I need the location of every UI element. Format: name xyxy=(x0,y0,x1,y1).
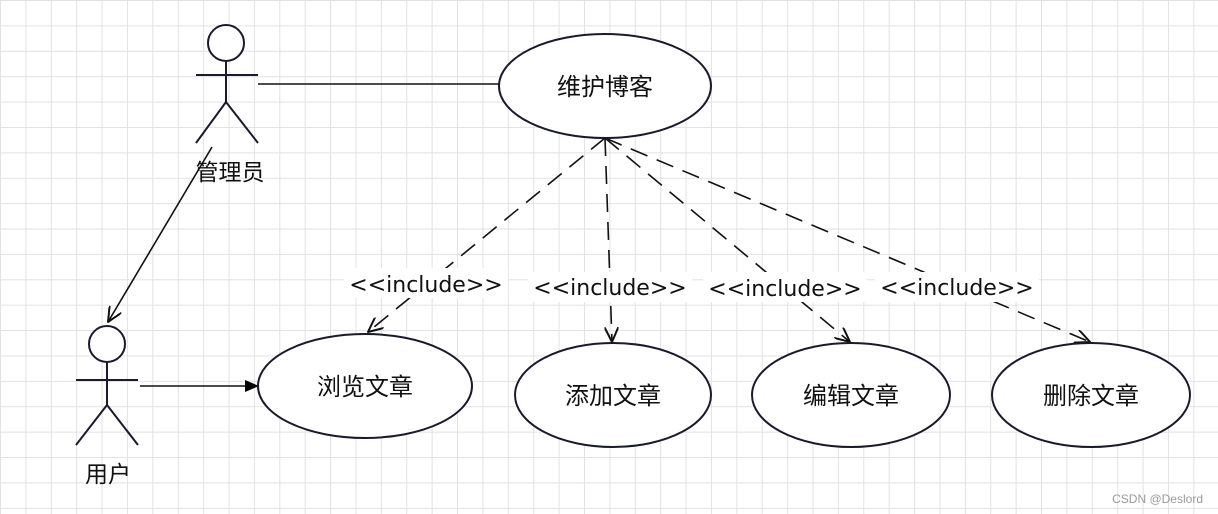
include-browse-label-bg xyxy=(344,268,508,298)
include-edit-line xyxy=(604,137,850,342)
include-browse-line xyxy=(368,137,606,332)
use-case-edit-article-ellipse xyxy=(751,342,951,448)
watermark: CSDN @Deslord xyxy=(1112,492,1203,506)
include-edit-label-bg xyxy=(703,272,867,302)
admin-actor-label: 管理员 xyxy=(196,160,265,186)
use-case-edit-article-label: 编辑文章 xyxy=(803,382,899,410)
use-case-browse-articles-label: 浏览文章 xyxy=(317,373,413,401)
include-add-line xyxy=(604,137,612,342)
use-case-add-article-ellipse xyxy=(514,342,712,448)
include-delete-label-bg xyxy=(875,272,1039,302)
admin-actor-right-leg xyxy=(225,101,259,144)
include-edit-label: <<include>> xyxy=(708,277,861,302)
include-delete-label: <<include>> xyxy=(880,276,1033,301)
use-case-delete-article-label: 删除文章 xyxy=(1043,382,1139,410)
user-actor-right-leg xyxy=(106,404,139,446)
use-case-add-article[interactable]: 添加文章 xyxy=(514,342,712,448)
admin-actor-left-leg xyxy=(195,101,227,144)
include-browse-label: <<include>> xyxy=(349,273,502,298)
include-delete-line xyxy=(604,137,1090,342)
use-case-edit-article[interactable]: 编辑文章 xyxy=(751,342,951,448)
use-case-maintain-blog-label: 维护博客 xyxy=(557,73,653,101)
user-actor[interactable]: 用户 xyxy=(75,325,139,488)
use-case-browse-articles-ellipse xyxy=(257,333,473,439)
use-case-delete-article-ellipse xyxy=(991,342,1191,448)
use-case-maintain-blog-ellipse xyxy=(498,33,712,139)
use-case-maintain-blog[interactable]: 维护博客 xyxy=(498,33,712,139)
user-actor-label: 用户 xyxy=(85,462,131,488)
include-add-label-bg xyxy=(528,272,692,302)
admin-actor-head xyxy=(207,24,245,62)
use-case-delete-article[interactable]: 删除文章 xyxy=(991,342,1191,448)
admin-actor[interactable]: 管理员 xyxy=(195,24,265,186)
use-case-browse-articles[interactable]: 浏览文章 xyxy=(257,333,473,439)
generalization-arrow xyxy=(108,146,213,322)
user-actor-left-leg xyxy=(75,404,108,446)
include-add-label: <<include>> xyxy=(533,276,686,301)
user-actor-head xyxy=(88,325,126,363)
use-case-add-article-label: 添加文章 xyxy=(565,382,661,410)
